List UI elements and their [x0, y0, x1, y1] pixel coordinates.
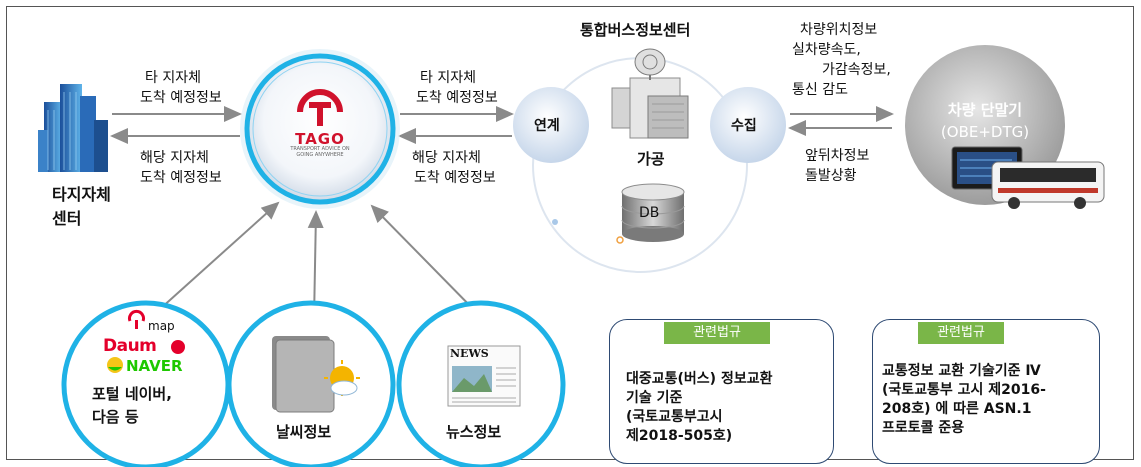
bus-icon [991, 161, 1105, 209]
middle-bottom-label-1: 해당 지자체 [412, 150, 481, 166]
middle-top-label-2: 도착 예정정보 [416, 90, 498, 106]
news-mark-text: NEWS [450, 347, 489, 360]
tago-hub [240, 49, 400, 209]
tago-tagline-2: GOING ANYWHERE [296, 152, 344, 158]
database-icon [621, 183, 685, 242]
daum-logo-text: Daum [103, 336, 157, 356]
tmap-logo-icon [128, 309, 145, 329]
link-circle [513, 87, 589, 163]
diagram-frame [6, 6, 1134, 460]
building-icon [38, 84, 108, 172]
portal-label-1: 포털 네이버, [92, 385, 172, 403]
left-top-label-2: 도착 예정정보 [140, 90, 222, 106]
right-top-label-3: 가감속정보, [822, 62, 891, 78]
left-center-label-2: 센터 [52, 209, 82, 228]
vehicle-label-2: (OBE+DTG) [940, 123, 1030, 141]
db-label: DB [639, 205, 660, 221]
server-icon [611, 48, 689, 139]
tago-logo-text: TAGO [295, 130, 345, 148]
arrow-news-to-center [370, 204, 483, 319]
process-label: 가공 [637, 150, 665, 168]
arrow-portal-to-center [149, 201, 280, 319]
weather-label: 날씨정보 [276, 423, 332, 441]
right-bottom-label-1: 앞뒤차정보 [805, 148, 870, 164]
link-label: 연계 [534, 118, 560, 134]
left-bottom-label-1: 해당 지자체 [140, 150, 209, 166]
portal-label-2: 다음 등 [92, 408, 139, 426]
left-top-label-1: 타 지자체 [145, 70, 201, 86]
collect-circle [710, 87, 786, 163]
daum-logo-icon [171, 340, 185, 354]
collect-label: 수집 [731, 118, 757, 134]
tago-logo-icon [297, 89, 343, 126]
vehicle-label-1: 차량 단말기 [947, 101, 1023, 119]
tmap-logo-text: map [148, 319, 175, 333]
law-text-1: 대중교통(버스) 정보교환 기술 기준 (국토교통부고시 제2018-505호) [626, 371, 773, 444]
newspaper-icon [447, 345, 521, 407]
left-bottom-label-2: 도착 예정정보 [140, 170, 222, 186]
left-center-label-1: 타지자체 [52, 185, 111, 204]
right-top-label-4: 통신 감도 [792, 82, 848, 98]
middle-top-label-1: 타 지자체 [420, 70, 476, 86]
law-tag-1: 관련법규 [664, 322, 770, 344]
news-label: 뉴스정보 [446, 423, 502, 441]
naver-logo-text: NAVER [126, 357, 183, 375]
law-tag-2: 관련법규 [918, 322, 1004, 344]
tago-tagline-1: TRANSPORT ADVICE ON [290, 146, 350, 152]
middle-bottom-label-2: 도착 예정정보 [414, 170, 496, 186]
naver-logo-icon [107, 357, 123, 373]
right-top-label-1: 차량위치정보 [800, 22, 878, 38]
law-text-2: 교통정보 교환 기술기준 Ⅳ (국토교통부 고시 제2016- 208호) 에 … [882, 363, 1046, 436]
right-bottom-label-2: 돌발상황 [805, 168, 857, 184]
weather-folder-icon [272, 336, 360, 413]
right-top-label-2: 실차량속도, [792, 42, 861, 58]
integration-center-title: 통합버스정보센터 [580, 21, 691, 39]
